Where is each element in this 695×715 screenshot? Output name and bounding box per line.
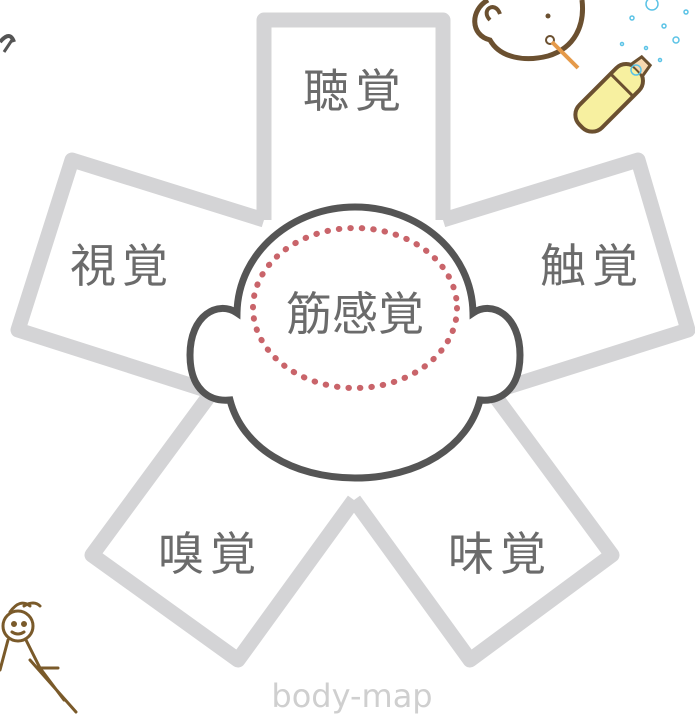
bubbles xyxy=(619,0,689,76)
arm-smell xyxy=(84,387,361,668)
center-label: 筋感覚 xyxy=(286,287,424,341)
sense-label-sight: 視覚 xyxy=(70,239,174,293)
sense-label-taste: 味覚 xyxy=(448,527,552,581)
arm-taste xyxy=(347,387,620,668)
stick-figure-illustration xyxy=(0,601,78,714)
head-outline xyxy=(186,203,524,482)
arm-sight xyxy=(10,152,267,400)
corner-decoration-top-left xyxy=(0,34,16,53)
star-outline xyxy=(10,12,695,668)
watermark: body-map xyxy=(271,677,432,715)
sense-label-hearing: 聴覚 xyxy=(303,64,407,118)
arm-hearing xyxy=(256,12,451,220)
arm-touch xyxy=(440,152,695,400)
sense-label-smell: 嗅覚 xyxy=(158,527,262,581)
dotted-ring xyxy=(250,225,460,391)
sense-label-touch: 触覚 xyxy=(540,239,644,293)
baby-bottle-illustration xyxy=(472,0,689,134)
